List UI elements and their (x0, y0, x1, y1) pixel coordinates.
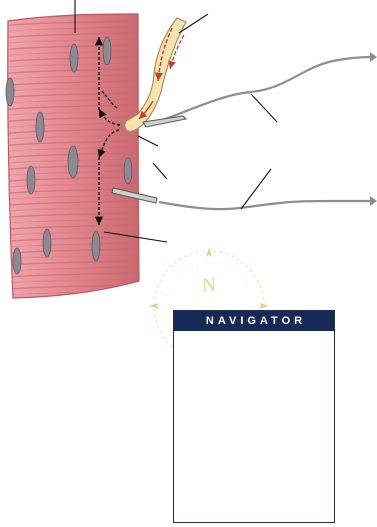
recording-electrodes (112, 52, 377, 209)
lower-wire (159, 201, 372, 209)
nucleus (27, 166, 35, 194)
upper-wire-arrowhead (370, 52, 377, 62)
nucleus (68, 146, 78, 178)
nucleus (70, 44, 78, 72)
upper-wire (154, 57, 372, 123)
nucleus (13, 248, 21, 274)
nucleus (103, 37, 111, 65)
navigator-card: NAVIGATOR (173, 310, 335, 523)
lower-wire-arrowhead (370, 196, 377, 206)
nucleus (92, 231, 100, 261)
leader-line (251, 94, 277, 122)
upper-electrode (143, 116, 186, 127)
nucleus (124, 158, 132, 184)
leader-line (241, 169, 271, 209)
leader-line (153, 163, 167, 179)
leader-line (138, 136, 158, 146)
muscle-fiber (0, 14, 150, 302)
nucleus (6, 78, 14, 106)
compass-letter: N (199, 276, 219, 295)
nucleus (36, 112, 44, 142)
navigator-header: NAVIGATOR (174, 311, 334, 331)
nucleus (43, 229, 51, 257)
